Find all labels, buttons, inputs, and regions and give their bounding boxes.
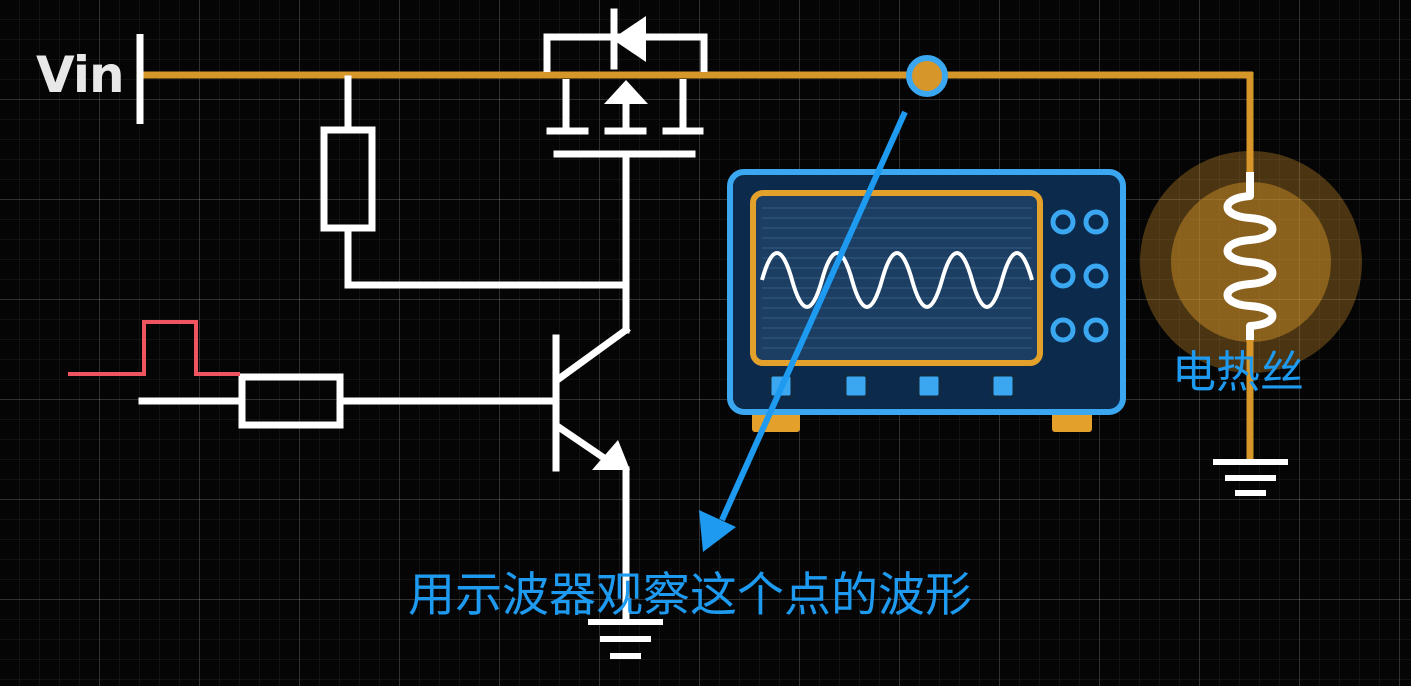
mosfet xyxy=(543,8,708,334)
npn-transistor xyxy=(552,325,631,622)
pulse-signal xyxy=(68,320,240,376)
probe-note: 用示波器观察这个点的波形 xyxy=(408,568,972,623)
arrow-icon xyxy=(699,110,908,552)
probe-point xyxy=(906,55,948,97)
supply-rail xyxy=(140,71,1254,462)
body-diode xyxy=(612,16,646,62)
scope-sine-wave xyxy=(760,251,1034,309)
oscilloscope-icon xyxy=(727,169,1126,432)
ground-symbol xyxy=(588,619,663,659)
base-resistor xyxy=(138,373,556,429)
vin-label: Vin xyxy=(36,46,125,104)
pullup-resistor xyxy=(320,75,630,289)
ground-symbol-heater xyxy=(1213,459,1288,496)
heating-coil xyxy=(1223,172,1277,340)
heater-label: 电热丝 xyxy=(1172,347,1304,398)
